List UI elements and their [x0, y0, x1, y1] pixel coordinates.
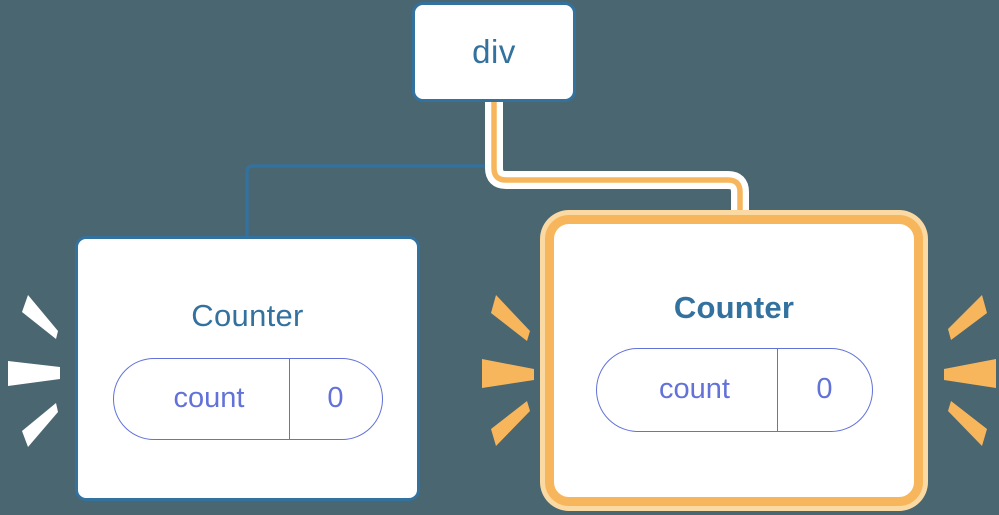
edge-div-to-counter-a — [245, 102, 496, 240]
node-div[interactable]: div — [412, 2, 576, 102]
state-value-label: 0 — [776, 348, 872, 431]
node-div-label: div — [472, 33, 516, 70]
node-counter-b[interactable]: Counter count 0 — [545, 215, 923, 506]
node-counter-a[interactable]: Counter count 0 — [75, 236, 420, 501]
edge-div-to-counter-b — [491, 100, 743, 228]
node-counter-b-label: Counter — [673, 289, 795, 325]
state-pill-counter-a: count 0 — [112, 357, 383, 440]
state-key-label: count — [173, 382, 245, 414]
state-pill-counter-b: count 0 — [595, 347, 873, 432]
edge-div-to-counter-b-halo — [485, 100, 749, 228]
state-key-label: count — [659, 373, 730, 405]
state-value-label: 0 — [288, 358, 382, 439]
node-counter-a-label: Counter — [191, 297, 304, 333]
